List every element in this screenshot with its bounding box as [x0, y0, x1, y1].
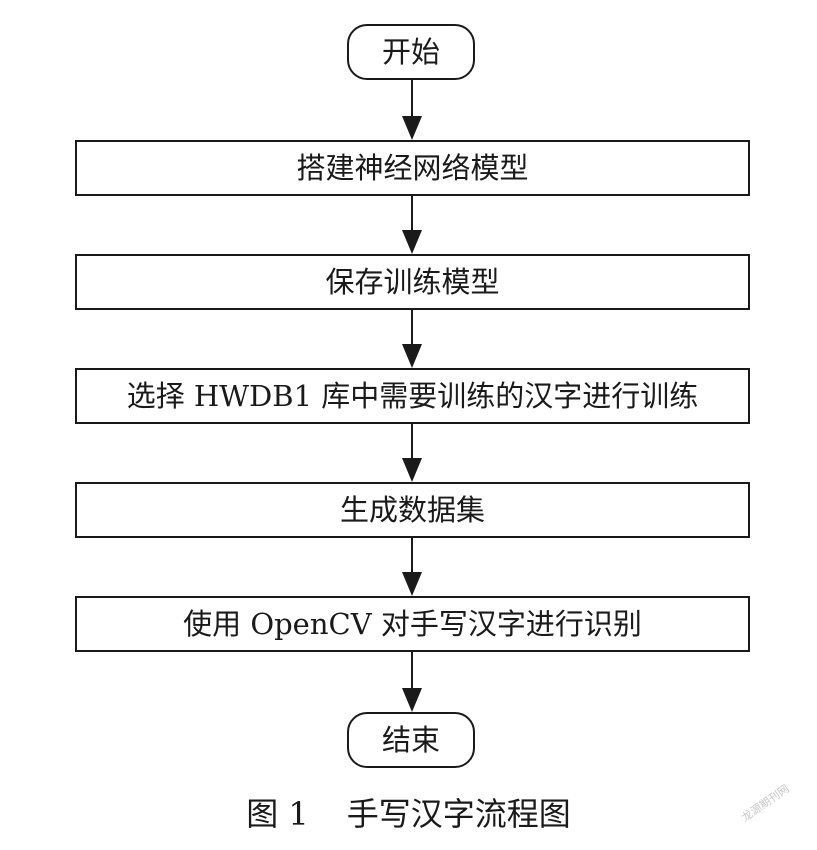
arrow-step-5-to-end [402, 652, 422, 712]
step-1-build-network: 搭建神经网络模型 [75, 140, 750, 196]
start-node: 开始 [347, 24, 475, 80]
end-node-label: 结束 [381, 722, 440, 757]
step-2-save-model: 保存训练模型 [75, 254, 750, 310]
step-4-label: 生成数据集 [339, 492, 485, 527]
start-node-label: 开始 [381, 34, 440, 69]
step-5-recognize-opencv: 使用 OpenCV 对手写汉字进行识别 [75, 596, 750, 652]
figure-caption: 图 1 手写汉字流程图 [0, 798, 817, 830]
end-node: 结束 [347, 712, 475, 768]
figure-number: 图 1 [246, 795, 309, 833]
arrow-step-1-to-step-2 [402, 196, 422, 254]
figure-title: 手写汉字流程图 [346, 795, 571, 833]
arrow-step-4-to-step-5 [402, 538, 422, 596]
arrow-start-to-step-1 [402, 80, 422, 140]
step-3-train-characters: 选择 HWDB1 库中需要训练的汉字进行训练 [75, 368, 750, 424]
arrow-step-2-to-step-3 [402, 310, 422, 368]
step-5-label: 使用 OpenCV 对手写汉字进行识别 [183, 606, 642, 641]
step-1-label: 搭建神经网络模型 [296, 150, 529, 185]
step-4-generate-dataset: 生成数据集 [75, 482, 750, 538]
step-2-label: 保存训练模型 [325, 264, 500, 299]
arrow-step-3-to-step-4 [402, 424, 422, 482]
step-3-label: 选择 HWDB1 库中需要训练的汉字进行训练 [126, 378, 699, 413]
